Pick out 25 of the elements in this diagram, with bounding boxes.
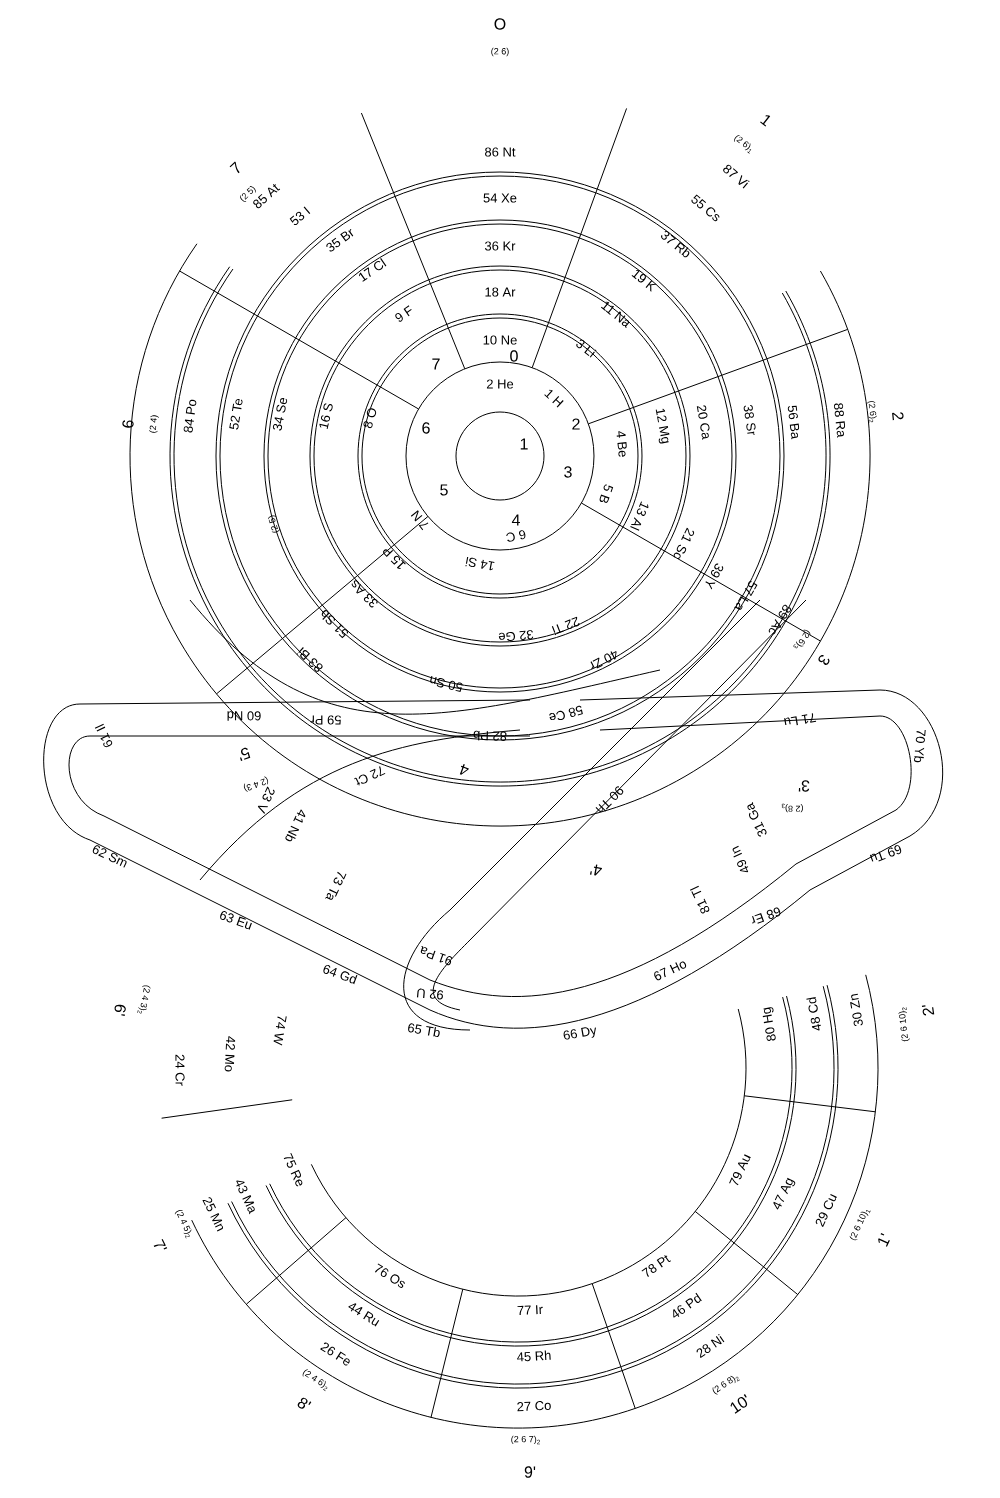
group-label: 1 <box>760 115 771 127</box>
group-label: 5 <box>440 484 448 496</box>
group-label: 7 <box>432 358 440 370</box>
group-label: 5' <box>240 747 251 762</box>
group-label: 9' <box>524 1466 536 1478</box>
group-label: 7 <box>229 161 240 174</box>
group-label: 3 <box>564 466 572 478</box>
group-label: 3 <box>818 654 830 665</box>
group-label: 7' <box>153 1238 168 1250</box>
group-label: 6' <box>114 1004 126 1016</box>
group-label: 1' <box>878 1233 890 1247</box>
group-label: 6 <box>422 422 430 434</box>
group-label: 2' <box>921 1005 935 1016</box>
group-label: 1 <box>520 438 528 450</box>
group-label: 4' <box>589 864 602 876</box>
group-label: 10' <box>730 1394 748 1414</box>
group-label: 0 <box>510 350 518 362</box>
group-label: 8' <box>297 1397 312 1409</box>
group-label: 2 <box>892 412 904 421</box>
group-label: 3' <box>798 780 810 792</box>
group-label: 6 <box>122 420 134 428</box>
group-label: 4 <box>511 514 520 526</box>
group-label: 2 <box>572 418 580 430</box>
group-label: O <box>494 18 506 30</box>
group-label: 4 <box>459 764 469 775</box>
